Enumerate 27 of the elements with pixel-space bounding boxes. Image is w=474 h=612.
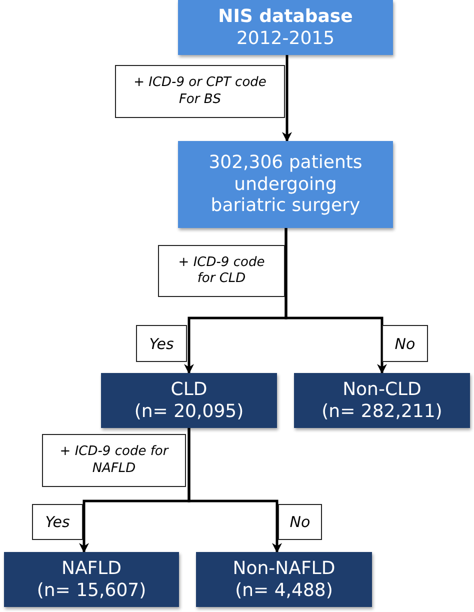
box-text: NIS database [218, 6, 353, 28]
process-box [294, 373, 470, 428]
edge-label: No [382, 325, 428, 362]
box-text: 302,306 patients undergoing bariatric surgery [208, 152, 364, 217]
connector-arrow [188, 428, 282, 553]
criteria-box: + ICD-9 code for NAFLD [42, 434, 186, 487]
box-text: (n= 15,607) [36, 580, 146, 602]
process-box [4, 552, 179, 607]
box-text: (n= 20,095) [134, 400, 244, 422]
box-text: (n= 282,211) [322, 400, 442, 422]
box-text: (n= 4,488) [235, 580, 333, 602]
box-text: Non-CLD [342, 378, 422, 400]
connector-arrow [282, 55, 292, 142]
edge-label: Yes [136, 325, 187, 362]
criteria-box: + ICD-9 or CPT code For BS [115, 65, 285, 118]
process-box [178, 0, 393, 55]
edge-label: Yes [32, 504, 83, 540]
process-box [196, 552, 372, 607]
process-box [178, 141, 393, 228]
box-text: CLD [170, 378, 208, 400]
box-text: 2012-2015 [236, 28, 335, 50]
connector-arrow [284, 228, 387, 374]
criteria-box: + ICD-9 code for CLD [158, 245, 285, 297]
box-text: NAFLD [61, 558, 122, 580]
edge-label: No [278, 504, 322, 540]
process-box [101, 373, 277, 428]
box-text: Non-NAFLD [232, 558, 336, 580]
